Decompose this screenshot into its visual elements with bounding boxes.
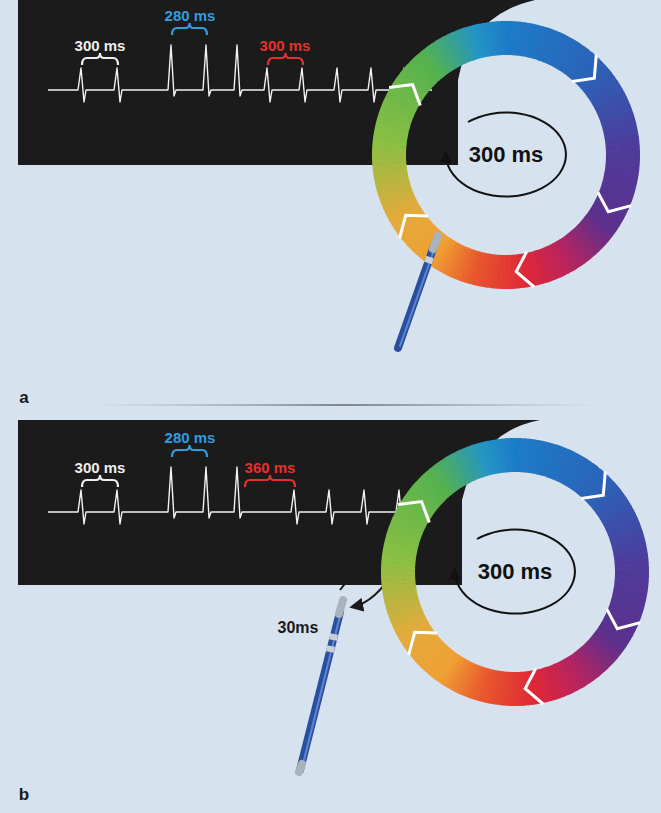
interval-bracket — [245, 475, 295, 487]
interval-bracket — [172, 445, 207, 457]
interval-bracket — [82, 475, 118, 487]
conduction-time: 30ms — [278, 619, 319, 637]
interval-label: 280 ms — [165, 7, 216, 24]
panel-letter: b — [19, 785, 29, 805]
ecg-panel — [18, 0, 535, 165]
cycle-length: 300 ms — [469, 142, 544, 168]
ecg-panel — [18, 420, 540, 585]
catheter — [398, 236, 438, 348]
interval-label: 360 ms — [245, 459, 296, 476]
interval-label: 300 ms — [75, 37, 126, 54]
interval-label: 300 ms — [260, 37, 311, 54]
conduction-time: 30ms — [280, 557, 321, 575]
interval-label: 280 ms — [165, 429, 216, 446]
rotor-ring: 300 ms — [372, 21, 640, 289]
interval-bracket — [172, 23, 207, 35]
interval-bracket — [82, 53, 118, 65]
ecg-trace — [48, 467, 432, 524]
interval-bracket — [268, 53, 303, 65]
interval-label: 300 ms — [75, 459, 126, 476]
ecg-trace — [48, 45, 432, 102]
rotation-arrow — [446, 113, 566, 197]
cycle-length: 300 ms — [478, 559, 553, 585]
panel-letter: a — [19, 388, 28, 408]
rotor-ring: 300 ms — [381, 438, 649, 706]
panel-divider — [90, 404, 600, 406]
rotation-arrow — [455, 530, 575, 614]
